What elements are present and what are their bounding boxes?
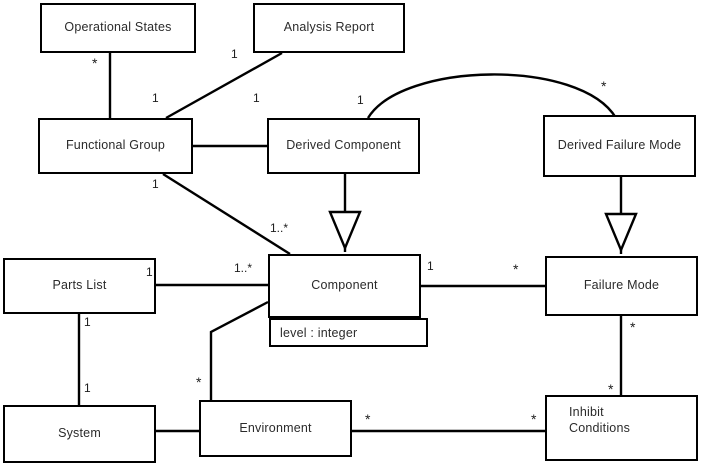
class-name-analysis-report: Analysis Report <box>283 20 375 35</box>
class-name-parts-list: Parts List <box>52 278 107 293</box>
triangle-derived-component-icon <box>328 210 362 252</box>
multiplicity-parts-component-many: 1..* <box>234 261 253 275</box>
multiplicity-inhibit-env-star: * <box>531 411 537 427</box>
class-attribute-component: level : integer <box>269 318 428 347</box>
class-box-operational-states[interactable]: Operational States <box>40 3 196 53</box>
multiplicity-op-states-star: * <box>92 55 98 71</box>
multiplicity-env-inhibit-star-left: * <box>365 411 371 427</box>
edge-functional-group-component <box>162 172 291 256</box>
triangle-derived-failure-mode-icon <box>604 212 638 254</box>
multiplicity-parts-system-one: 1 <box>84 315 91 329</box>
class-box-environment[interactable]: Environment <box>199 400 352 457</box>
class-name-operational-states: Operational States <box>64 20 172 35</box>
class-box-parts-list[interactable]: Parts List <box>3 258 156 314</box>
class-box-inhibit-conditions[interactable]: Inhibit Conditions <box>545 395 698 461</box>
class-box-derived-failure-mode[interactable]: Derived Failure Mode <box>543 115 696 177</box>
multiplicity-derived-comp-arc-one: 1 <box>357 93 364 107</box>
edge-environment-component <box>209 300 269 400</box>
multiplicity-parts-list-one: 1 <box>146 265 153 279</box>
class-box-derived-component[interactable]: Derived Component <box>267 118 420 174</box>
edge-derived-component-derived-failure-mode <box>366 73 618 119</box>
class-name-failure-mode: Failure Mode <box>583 278 660 293</box>
multiplicity-fm-inhibit-star-bot: * <box>608 381 614 397</box>
multiplicity-fg-component-one: 1 <box>152 177 159 191</box>
class-box-functional-group[interactable]: Functional Group <box>38 118 193 174</box>
class-name-derived-component: Derived Component <box>286 138 401 153</box>
multiplicity-failure-mode-star: * <box>513 261 519 277</box>
class-name-functional-group: Functional Group <box>65 138 166 153</box>
class-box-system[interactable]: System <box>3 405 156 463</box>
class-name-component: Component <box>311 278 378 293</box>
class-name-derived-failure-mode: Derived Failure Mode <box>557 138 682 153</box>
multiplicity-fg-op-states-one: 1 <box>152 91 159 105</box>
multiplicity-component-fg-many: 1..* <box>270 221 289 235</box>
class-box-component[interactable]: Component <box>268 254 421 318</box>
class-box-failure-mode[interactable]: Failure Mode <box>545 256 698 316</box>
class-name-inhibit-conditions: Inhibit Conditions <box>569 405 631 435</box>
edge-functional-group-analysis-report <box>165 51 283 120</box>
multiplicity-fm-inhibit-star-top: * <box>630 319 636 335</box>
class-box-analysis-report[interactable]: Analysis Report <box>253 3 405 53</box>
class-name-system: System <box>58 426 101 441</box>
generalization-arrowheads <box>328 210 638 254</box>
multiplicity-component-fm-one: 1 <box>427 259 434 273</box>
class-name-environment: Environment <box>239 420 312 435</box>
multiplicity-fg-derived-comp-one: 1 <box>253 91 260 105</box>
multiplicity-env-component-star: * <box>196 374 202 390</box>
multiplicity-system-parts-one: 1 <box>84 381 91 395</box>
multiplicity-analysis-report-one: 1 <box>231 47 238 61</box>
multiplicity-derived-fm-arc-star: * <box>601 78 607 94</box>
